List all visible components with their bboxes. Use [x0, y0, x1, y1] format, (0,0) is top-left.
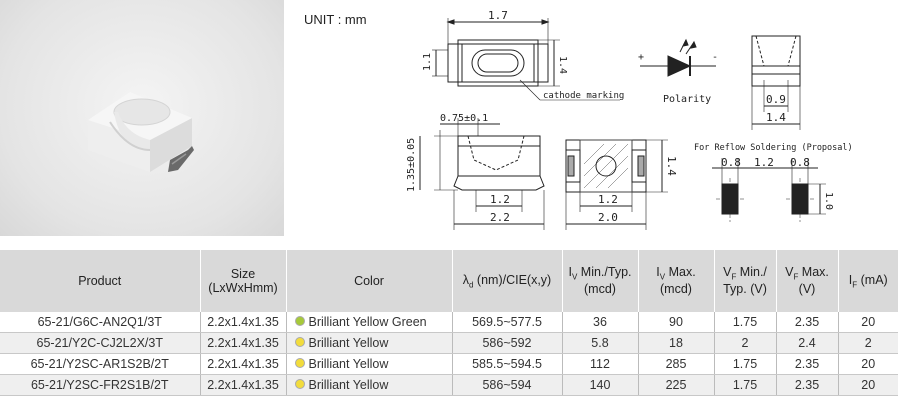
dim-side-inner-width: 0.9: [766, 93, 786, 106]
cell-color: Brilliant Yellow: [285, 353, 452, 375]
color-dot-icon: [294, 316, 305, 326]
dimension-drawing: 1.7 1.1 1.4 cathode marking + - Polarity…: [406, 9, 853, 230]
header-size: Size(LxWxHmm): [199, 250, 286, 312]
header-wavelength: λd (nm)/CIE(x,y): [451, 250, 562, 312]
dim-front-pad: 1.2: [490, 193, 510, 206]
solder-pads: [712, 158, 826, 222]
dim-solder-left: 0.8: [721, 156, 741, 169]
dim-solder-right: 0.8: [790, 156, 810, 169]
cell-vf-max: 2.35: [775, 312, 838, 333]
header-product: Product: [0, 250, 200, 312]
cell-size: 2.2x1.4x1.35: [199, 353, 286, 375]
table-row: 65-21/Y2SC-FR2S1B/2T 2.2x1.4x1.35 Brilli…: [0, 374, 898, 396]
cell-if: 20: [837, 353, 898, 375]
cell-iv-min: 140: [561, 374, 638, 396]
cell-iv-max: 18: [637, 332, 714, 354]
cell-vf-max: 2.35: [775, 353, 838, 375]
top-view: [432, 18, 620, 101]
cell-product: 65-21/Y2SC-AR1S2B/2T: [0, 353, 200, 375]
spec-table: Product Size(LxWxHmm) Color λd (nm)/CIE(…: [0, 250, 898, 396]
polarity-symbol: [640, 38, 716, 77]
table-header-row: Product Size(LxWxHmm) Color λd (nm)/CIE(…: [0, 250, 898, 312]
dim-bottom-width: 2.0: [598, 211, 618, 224]
product-photo: [0, 0, 284, 236]
table-row: 65-21/Y2C-CJ2L2X/3T 2.2x1.4x1.35 Brillia…: [0, 332, 898, 354]
header-iv-min: IV Min./Typ.(mcd): [561, 250, 638, 312]
cell-if: 2: [837, 332, 898, 354]
cell-wavelength: 585.5~594.5: [451, 353, 562, 375]
cathode-marking-label: cathode marking: [543, 91, 624, 101]
cell-size: 2.2x1.4x1.35: [199, 312, 286, 333]
cell-color: Brilliant Yellow: [285, 332, 452, 354]
dim-top-outer-height: 1.4: [557, 56, 568, 74]
led-package-image: [88, 92, 194, 172]
polarity-label: Polarity: [663, 94, 711, 105]
cell-size: 2.2x1.4x1.35: [199, 332, 286, 354]
front-view: [419, 118, 545, 230]
cell-product: 65-21/G6C-AN2Q1/3T: [0, 312, 200, 333]
cell-iv-min: 36: [561, 312, 638, 333]
header-if: IF (mA): [837, 250, 898, 312]
cell-iv-min: 5.8: [561, 332, 638, 354]
cell-color: Brilliant Yellow: [285, 374, 452, 396]
dim-solder-height: 1.0: [823, 192, 834, 210]
dim-front-height: 1.35±0.05: [406, 138, 417, 192]
cell-if: 20: [837, 374, 898, 396]
dim-bottom-pad: 1.2: [598, 193, 618, 206]
cell-wavelength: 586~592: [451, 332, 562, 354]
cell-color: Brilliant Yellow Green: [285, 312, 452, 333]
header-vf-max: VF Max.(V): [775, 250, 838, 312]
unit-label: UNIT : mm: [304, 12, 367, 27]
polarity-plus: +: [638, 52, 644, 63]
cell-wavelength: 569.5~577.5: [451, 312, 562, 333]
dim-front-width: 2.2: [490, 211, 510, 224]
cell-size: 2.2x1.4x1.35: [199, 374, 286, 396]
cell-product: 65-21/Y2C-CJ2L2X/3T: [0, 332, 200, 354]
cell-iv-max: 225: [637, 374, 714, 396]
dim-top-width: 1.7: [488, 9, 508, 22]
dim-side-outer-width: 1.4: [766, 111, 786, 124]
cell-iv-max: 90: [637, 312, 714, 333]
cell-iv-min: 112: [561, 353, 638, 375]
solder-title: For Reflow Soldering (Proposal): [694, 143, 853, 153]
cell-product: 65-21/Y2SC-FR2S1B/2T: [0, 374, 200, 396]
color-dot-icon: [294, 379, 305, 389]
cell-vf-min: 1.75: [713, 374, 776, 396]
color-dot-icon: [294, 337, 305, 347]
cell-if: 20: [837, 312, 898, 333]
table-row: 65-21/Y2SC-AR1S2B/2T 2.2x1.4x1.35 Brilli…: [0, 353, 898, 375]
header-color: Color: [285, 250, 452, 312]
bottom-view: [565, 139, 668, 230]
cell-vf-max: 2.4: [775, 332, 838, 354]
header-vf-min: VF Min./Typ. (V): [713, 250, 776, 312]
color-dot-icon: [294, 358, 305, 368]
cell-vf-min: 1.75: [713, 353, 776, 375]
cell-vf-max: 2.35: [775, 374, 838, 396]
polarity-minus: -: [712, 52, 718, 63]
dim-bottom-height: 1.4: [665, 156, 678, 176]
header-iv-max: IV Max.(mcd): [637, 250, 714, 312]
side-view: [751, 35, 801, 130]
cell-iv-max: 285: [637, 353, 714, 375]
table-row: 65-21/G6C-AN2Q1/3T 2.2x1.4x1.35 Brillian…: [0, 312, 898, 333]
cell-vf-min: 2: [713, 332, 776, 354]
dim-top-inner-height: 1.1: [422, 53, 433, 71]
dim-solder-gap: 1.2: [754, 156, 774, 169]
cell-wavelength: 586~594: [451, 374, 562, 396]
cell-vf-min: 1.75: [713, 312, 776, 333]
dim-front-top: 0.75±0.1: [440, 113, 488, 124]
